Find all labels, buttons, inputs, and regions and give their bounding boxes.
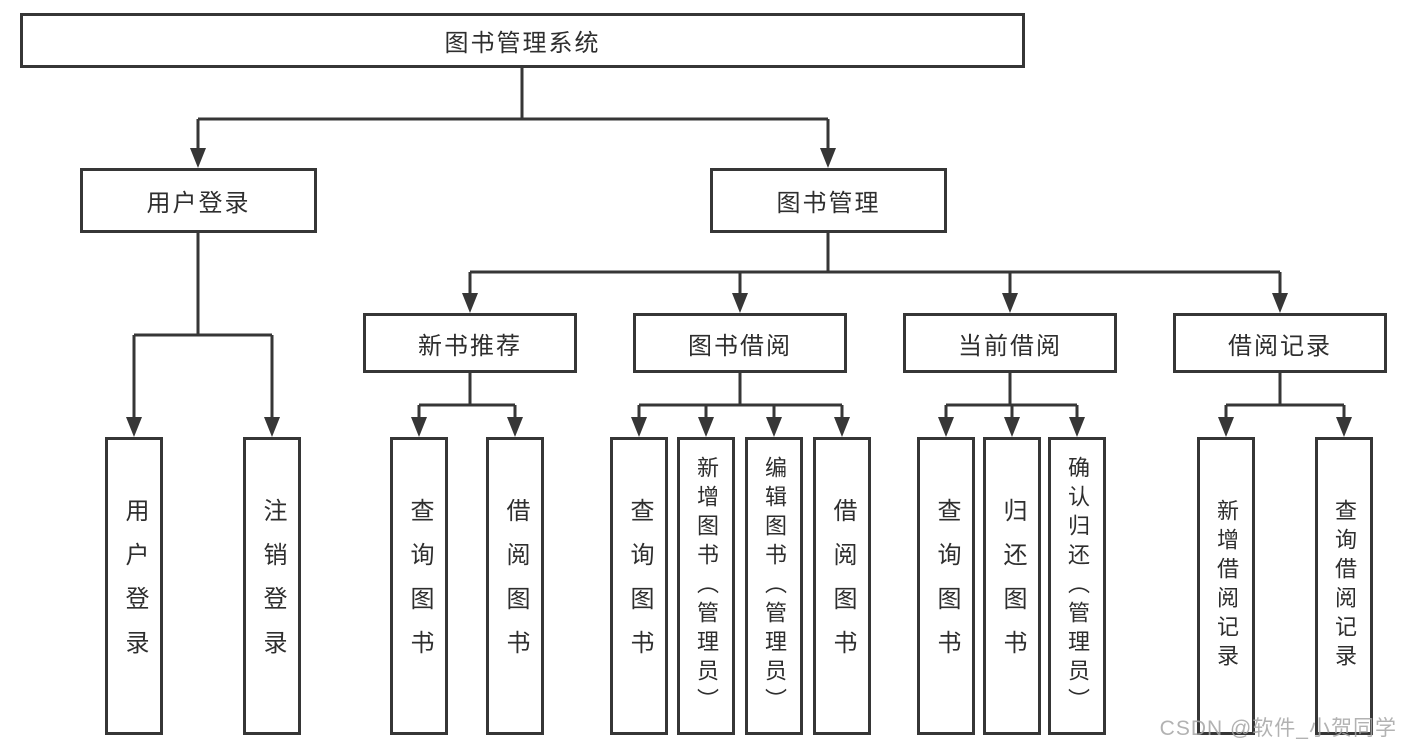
arrow-down-icon	[264, 417, 280, 437]
arrow-down-icon	[631, 417, 647, 437]
arrow-down-icon	[1218, 417, 1234, 437]
leaf-return-books: 归还图书	[983, 437, 1041, 735]
node-label: 注销登录	[259, 498, 286, 674]
node-label: 新增图书（管理员）	[694, 455, 719, 717]
arrow-down-icon	[126, 417, 142, 437]
leaf-query-books-recommend: 查询图书	[390, 437, 448, 735]
leaf-edit-books-admin: 编辑图书（管理员）	[745, 437, 803, 735]
leaf-add-borrow-record: 新增借阅记录	[1197, 437, 1255, 735]
node-current-borrow: 当前借阅	[903, 313, 1117, 373]
leaf-add-books-admin: 新增图书（管理员）	[677, 437, 735, 735]
node-root: 图书管理系统	[20, 13, 1025, 68]
arrow-down-icon	[1272, 293, 1288, 313]
node-label: 当前借阅	[958, 332, 1062, 360]
node-label: 用户登录	[146, 190, 251, 217]
node-user-login: 用户登录	[80, 168, 317, 233]
node-borrow-records: 借阅记录	[1173, 313, 1387, 373]
arrow-down-icon	[766, 417, 782, 437]
node-label: 图书管理	[776, 190, 881, 217]
node-label: 借阅记录	[1228, 332, 1332, 360]
arrow-down-icon	[1336, 417, 1352, 437]
node-label: 借阅图书	[502, 498, 529, 674]
arrow-down-icon	[1069, 417, 1085, 437]
node-label: 编辑图书（管理员）	[762, 455, 787, 717]
node-label: 新增借阅记录	[1214, 499, 1239, 673]
arrow-down-icon	[938, 417, 954, 437]
node-label: 查询图书	[406, 498, 433, 674]
node-label: 图书管理系统	[444, 30, 601, 57]
arrow-down-icon	[462, 293, 478, 313]
arrow-down-icon	[834, 417, 850, 437]
arrow-down-icon	[1002, 293, 1018, 313]
node-label: 查询图书	[626, 498, 653, 674]
node-label: 用户登录	[121, 498, 148, 674]
node-label: 查询借阅记录	[1332, 499, 1357, 673]
leaf-confirm-return-admin: 确认归还（管理员）	[1048, 437, 1106, 735]
node-label: 图书借阅	[688, 332, 792, 360]
leaf-query-books-current: 查询图书	[917, 437, 975, 735]
leaf-query-borrow-record: 查询借阅记录	[1315, 437, 1373, 735]
leaf-query-books-borrow: 查询图书	[610, 437, 668, 735]
arrow-down-icon	[411, 417, 427, 437]
arrow-down-icon	[732, 293, 748, 313]
arrow-down-icon	[190, 148, 206, 168]
leaf-borrow-books: 借阅图书	[813, 437, 871, 735]
leaf-logout: 注销登录	[243, 437, 301, 735]
arrow-down-icon	[507, 417, 523, 437]
node-label: 确认归还（管理员）	[1065, 455, 1090, 717]
node-book-management: 图书管理	[710, 168, 947, 233]
arrow-down-icon	[698, 417, 714, 437]
node-label: 借阅图书	[829, 498, 856, 674]
arrow-down-icon	[820, 148, 836, 168]
node-label: 查询图书	[933, 498, 960, 674]
leaf-user-login: 用户登录	[105, 437, 163, 735]
arrow-down-icons	[126, 148, 1352, 437]
arrow-down-icon	[1004, 417, 1020, 437]
csdn-watermark: CSDN @软件_小贺同学	[1159, 717, 1397, 740]
connector-lines	[132, 68, 1346, 420]
leaf-borrow-books-recommend: 借阅图书	[486, 437, 544, 735]
node-label: 归还图书	[999, 498, 1026, 674]
node-new-book-recommend: 新书推荐	[363, 313, 577, 373]
node-label: 新书推荐	[418, 332, 522, 360]
node-book-borrow: 图书借阅	[633, 313, 847, 373]
